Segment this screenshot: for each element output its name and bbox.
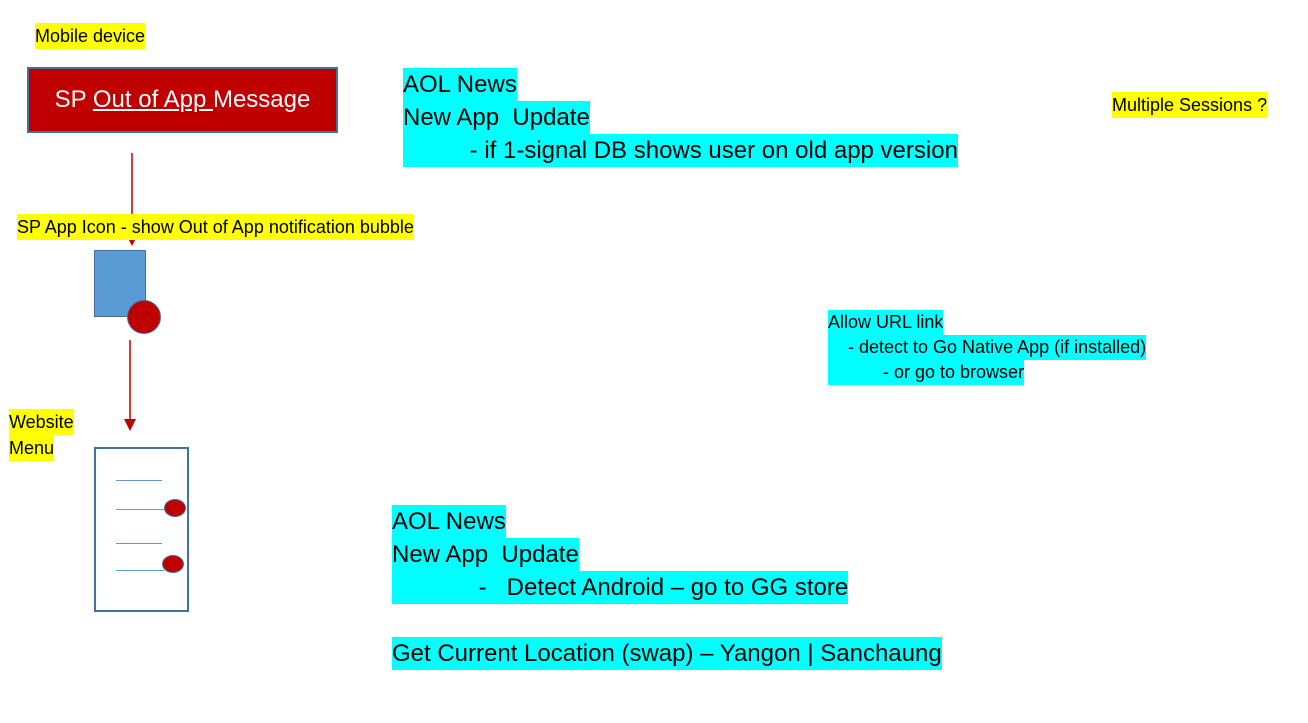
menu-line	[116, 480, 162, 481]
url-note-line3: - or go to browser	[828, 360, 1025, 385]
bottom-note-line3: - Detect Android – go to GG store	[392, 571, 849, 604]
website-menu-label: Website Menu	[9, 409, 74, 461]
location-note-line: Get Current Location (swap) – Yangon | S…	[392, 637, 942, 670]
bottom-note-block: AOL News New App Update - Detect Android…	[392, 505, 849, 604]
menu-notification-dot	[164, 499, 186, 517]
top-note-line2: New App Update	[403, 101, 590, 134]
app-icon-shape	[94, 250, 146, 317]
menu-line	[116, 509, 166, 510]
url-note-line2: - detect to Go Native App (if installed)	[828, 335, 1147, 360]
website-menu-shape	[94, 447, 189, 612]
top-note-block: AOL News New App Update - if 1-signal DB…	[403, 68, 958, 167]
url-note-block: Allow URL link - detect to Go Native App…	[828, 310, 1147, 385]
menu-line	[116, 543, 162, 544]
message-suffix: Message	[212, 86, 311, 113]
url-note-line1: Allow URL link	[828, 310, 944, 335]
menu-label: Menu	[9, 435, 55, 461]
message-prefix: SP	[54, 86, 93, 113]
bottom-note-line2: New App Update	[392, 538, 579, 571]
bottom-note-line1: AOL News	[392, 505, 506, 538]
location-note-block: Get Current Location (swap) – Yangon | S…	[392, 637, 942, 670]
message-underlined: Out of App	[92, 86, 213, 113]
notification-bubble-icon	[127, 300, 161, 334]
out-of-app-message-box: SP Out of App Message	[27, 67, 338, 133]
menu-line	[116, 570, 164, 571]
sp-app-icon-label: SP App Icon - show Out of App notificati…	[17, 214, 414, 240]
menu-notification-dot	[162, 555, 184, 573]
top-note-line1: AOL News	[403, 68, 517, 101]
website-label: Website	[9, 409, 74, 435]
top-note-line3: - if 1-signal DB shows user on old app v…	[403, 134, 958, 167]
mobile-device-label: Mobile device	[35, 23, 146, 49]
multiple-sessions-label: Multiple Sessions ?	[1112, 92, 1268, 118]
